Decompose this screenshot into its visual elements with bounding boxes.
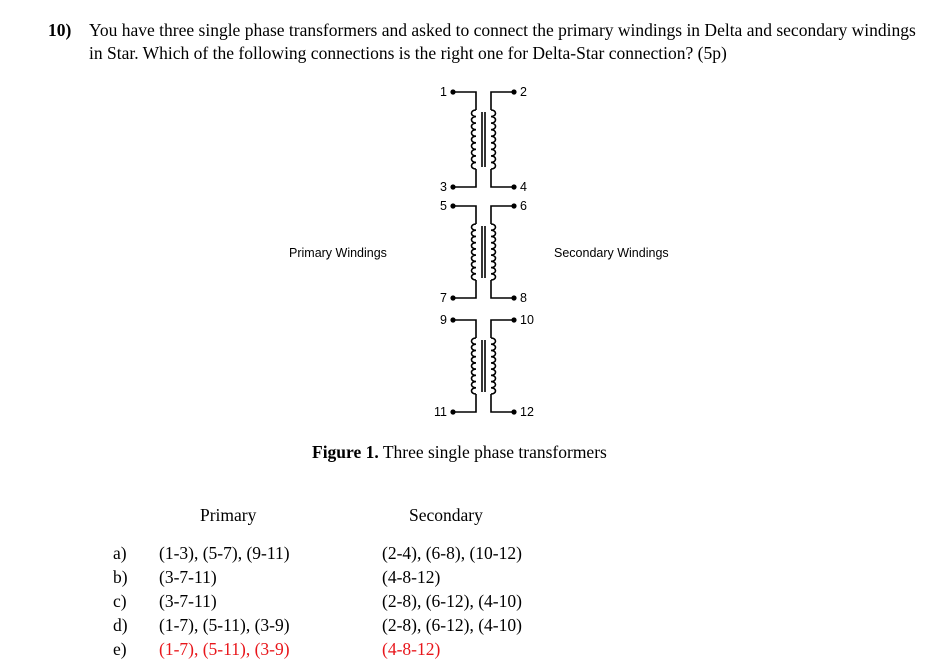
terminal-9-label: 9: [440, 313, 447, 327]
secondary-windings-label: Secondary Windings: [554, 246, 669, 260]
secondary-lead-bottom-2: [490, 280, 514, 299]
terminal-4-dot: [511, 184, 517, 190]
terminal-2-dot: [511, 89, 517, 95]
terminal-3-dot: [450, 184, 456, 190]
secondary-lead-3: [490, 319, 514, 338]
secondary-coil-2: [490, 223, 497, 281]
primary-lead-bottom-1: [453, 169, 477, 188]
terminal-10-label: 10: [520, 313, 534, 327]
terminal-2-label: 2: [520, 85, 527, 99]
option-letter: a): [113, 543, 127, 563]
secondary-lead-bottom-1: [490, 169, 514, 188]
option-row: b) (3-7-11) (4-8-12): [0, 567, 935, 591]
option-secondary: (2-8), (6-12), (4-10): [382, 615, 522, 635]
option-row: e) (1-7), (5-11), (3-9) (4-8-12): [0, 639, 935, 663]
question-text: You have three single phase transformers…: [89, 20, 916, 63]
primary-lead-2: [453, 205, 477, 224]
terminal-1-label: 1: [440, 85, 447, 99]
terminal-6-label: 6: [520, 199, 527, 213]
terminal-9-dot: [450, 317, 456, 323]
primary-coil-3: [470, 337, 477, 395]
primary-coil-1: [470, 109, 477, 170]
option-secondary: (4-8-12): [382, 567, 441, 587]
option-primary: (1-3), (5-7), (9-11): [159, 543, 290, 563]
terminal-10-dot: [511, 317, 517, 323]
option-letter: b): [113, 567, 128, 587]
option-primary: (1-7), (5-11), (3-9): [159, 615, 290, 635]
option-secondary: (2-4), (6-8), (10-12): [382, 543, 522, 563]
terminal-12-dot: [511, 409, 517, 415]
option-primary: (3-7-11): [159, 591, 217, 611]
secondary-coil-3: [490, 337, 497, 395]
option-letter: c): [113, 591, 127, 611]
option-row: a) (1-3), (5-7), (9-11) (2-4), (6-8), (10-…: [0, 543, 935, 567]
secondary-coil-1: [490, 109, 497, 170]
secondary-header: Secondary: [409, 505, 483, 525]
primary-header: Primary: [200, 505, 257, 525]
secondary-lead-2: [490, 205, 514, 224]
terminal-11-dot: [450, 409, 456, 415]
option-primary: (1-7), (5-11), (3-9): [159, 639, 290, 659]
option-row: c) (3-7-11) (2-8), (6-12), (4-10): [0, 591, 935, 615]
terminal-1-dot: [450, 89, 456, 95]
terminal-11-label: 11: [434, 405, 447, 419]
secondary-lead-bottom-3: [490, 394, 514, 413]
primary-windings-label: Primary Windings: [289, 246, 387, 260]
terminal-3-label: 3: [440, 180, 447, 194]
terminal-8-dot: [511, 295, 517, 301]
option-letter: d): [113, 615, 128, 635]
question-number: 10): [48, 20, 72, 40]
option-secondary: (2-8), (6-12), (4-10): [382, 591, 522, 611]
primary-lead-1: [453, 91, 477, 110]
option-row: d) (1-7), (5-11), (3-9) (2-8), (6-12), (4-…: [0, 615, 935, 639]
secondary-lead-1: [490, 91, 514, 110]
terminal-6-dot: [511, 203, 517, 209]
primary-coil-2: [470, 223, 477, 281]
primary-lead-bottom-2: [453, 280, 477, 299]
caption-text: Three single phase transformers: [378, 442, 607, 462]
figure-caption: Figure 1. Three single phase transformer…: [312, 442, 607, 463]
option-secondary: (4-8-12): [382, 639, 441, 659]
terminal-5-dot: [450, 203, 456, 209]
terminal-5-label: 5: [440, 199, 447, 213]
terminal-7-dot: [450, 295, 456, 301]
terminal-12-label: 12: [520, 405, 534, 419]
terminal-8-label: 8: [520, 291, 527, 305]
option-letter: e): [113, 639, 127, 659]
primary-lead-bottom-3: [453, 394, 477, 413]
terminal-7-label: 7: [440, 291, 447, 305]
option-primary: (3-7-11): [159, 567, 217, 587]
caption-label: Figure 1.: [312, 442, 379, 462]
terminal-4-label: 4: [520, 180, 527, 194]
primary-lead-3: [453, 319, 477, 338]
